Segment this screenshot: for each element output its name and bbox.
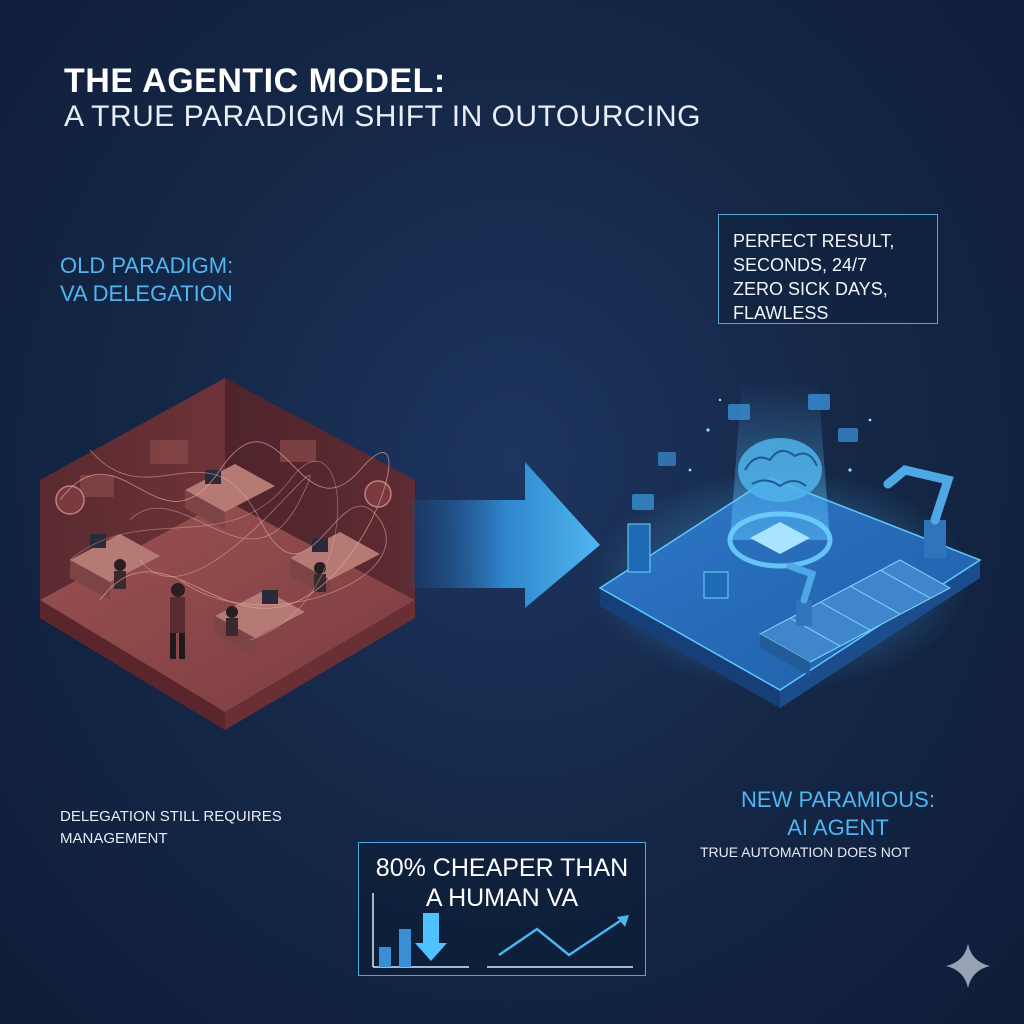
- cost-line1: 80% CHEAPER THAN: [375, 854, 629, 882]
- old-paradigm-label-line1: OLD PARADIGM:: [60, 253, 234, 278]
- result-line2: SECONDS, 24/7: [733, 255, 868, 275]
- ai-platform-illustration: [590, 380, 982, 708]
- sparkle-icon: [946, 944, 990, 988]
- old-paradigm-label: OLD PARADIGM: VA DELEGATION: [60, 252, 233, 308]
- trend-line: [498, 917, 624, 957]
- down-arrow-icon: [415, 913, 447, 961]
- mini-bar-2: [399, 929, 411, 967]
- transition-arrow: [410, 462, 600, 608]
- old-paradigm-note: DELEGATION STILL REQUIRES MANAGEMENT: [60, 806, 282, 850]
- result-line1: PERFECT RESULT,: [733, 231, 895, 251]
- old-paradigm-label-line2: VA DELEGATION: [60, 281, 233, 306]
- old-note-line2: MANAGEMENT: [60, 830, 168, 847]
- page-title: THE AGENTIC MODEL:: [64, 62, 446, 100]
- mini-bar-1: [379, 947, 391, 967]
- old-note-line1: DELEGATION STILL REQUIRES: [60, 808, 282, 825]
- result-line4: FLAWLESS: [733, 303, 829, 323]
- new-paradigm-label: NEW PARAMIOUS: AI AGENT: [718, 786, 958, 842]
- result-callout: PERFECT RESULT, SECONDS, 24/7 ZERO SICK …: [718, 214, 938, 324]
- cost-line2: A HUMAN VA: [425, 884, 579, 912]
- result-line3: ZERO SICK DAYS,: [733, 279, 888, 299]
- cost-mini-chart: [372, 893, 633, 968]
- new-paradigm-note: TRUE AUTOMATION DOES NOT: [700, 844, 911, 860]
- new-paradigm-label-line1: NEW PARAMIOUS:: [741, 787, 935, 812]
- page-subtitle: A TRUE PARADIGM SHIFT IN OUTOURCING: [64, 100, 702, 133]
- trend-arrow-icon: [617, 915, 629, 927]
- office-room: [40, 378, 415, 730]
- cost-callout: 80% CHEAPER THAN A HUMAN VA: [358, 842, 646, 976]
- new-paradigm-label-line2: AI AGENT: [787, 815, 889, 840]
- cost-callout-text: 80% CHEAPER THAN A HUMAN VA: [359, 853, 645, 913]
